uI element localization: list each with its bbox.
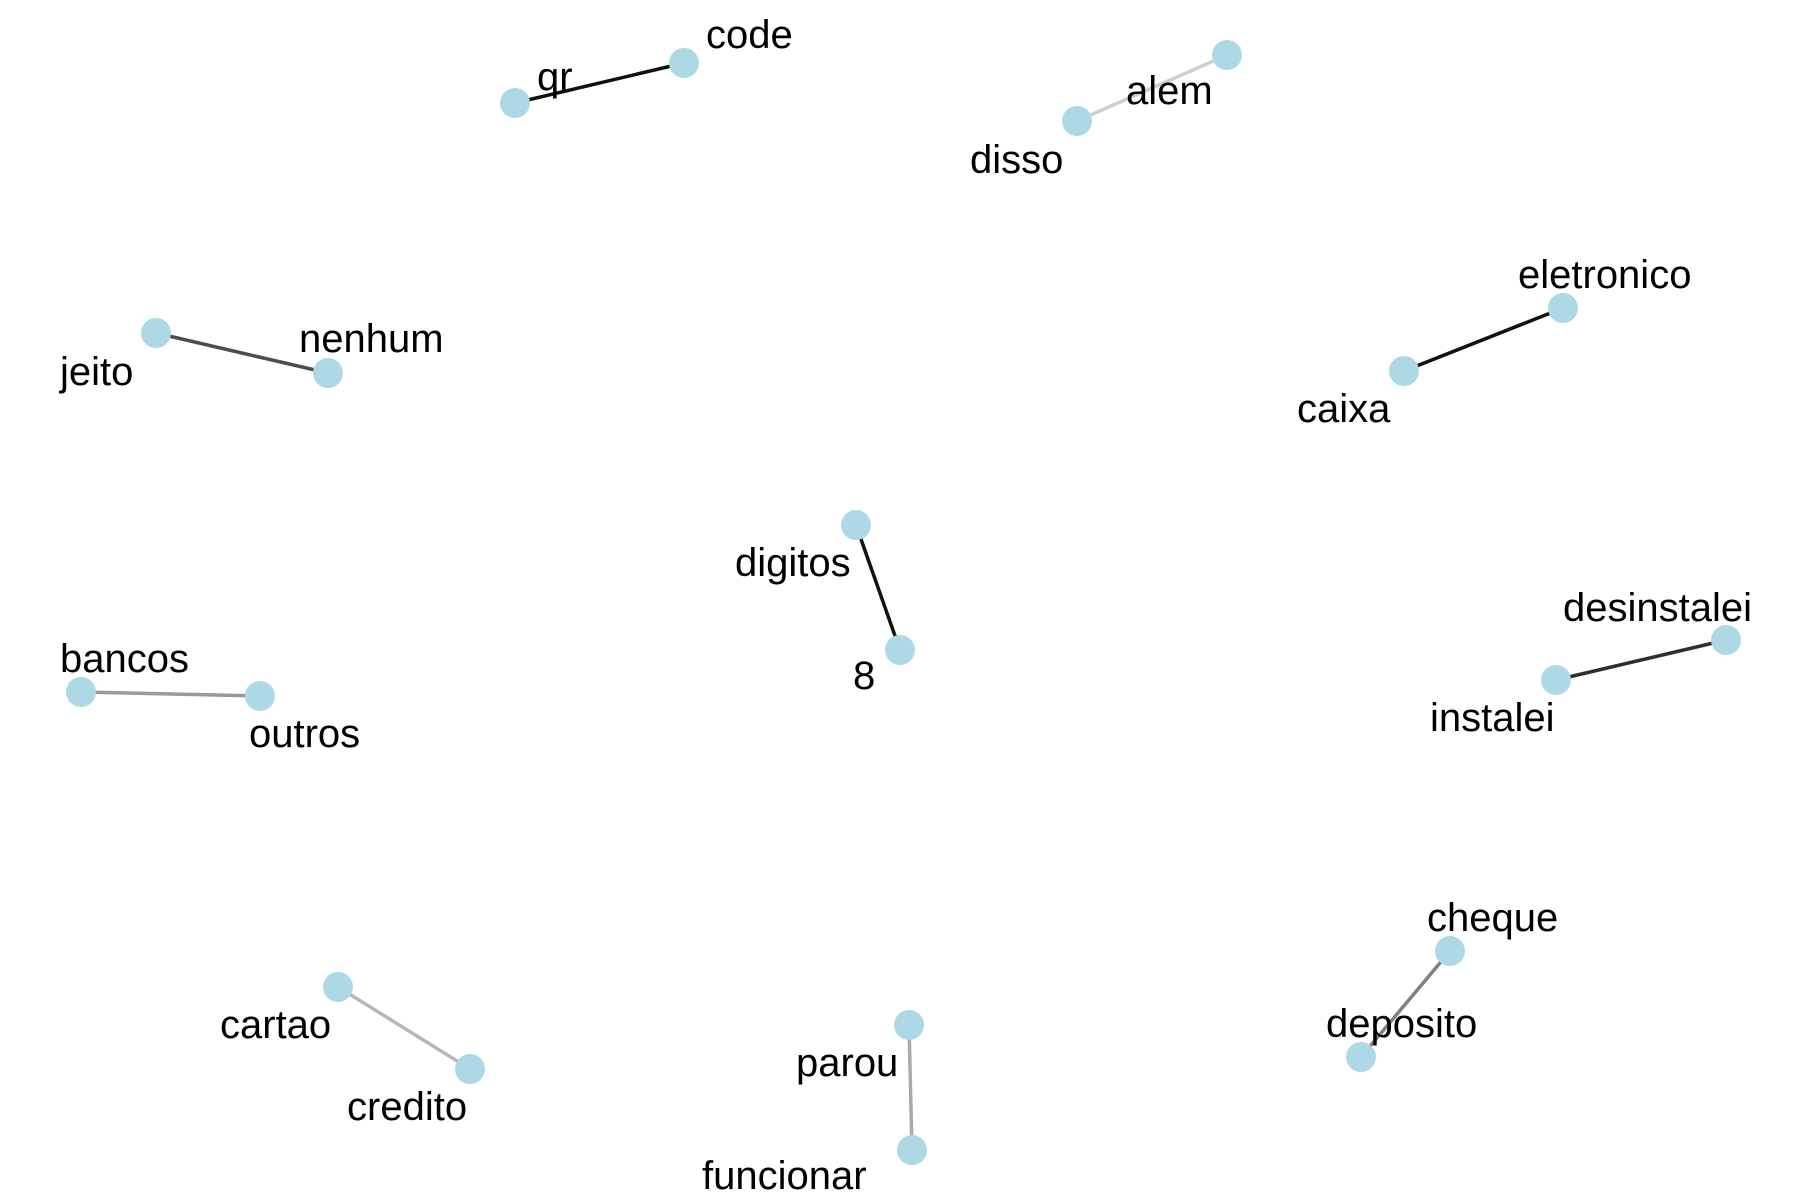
bigram-alem-disso: alem disso (970, 40, 1242, 182)
bigram-qr-code: qr code (500, 13, 793, 118)
label-outros: outros (249, 712, 360, 756)
node-outros[interactable] (245, 681, 275, 711)
label-desinstalei: desinstalei (1563, 586, 1752, 630)
node-instalei[interactable] (1541, 665, 1571, 695)
label-funcionar: funcionar (702, 1154, 867, 1198)
label-cheque: cheque (1427, 896, 1558, 940)
node-caixa[interactable] (1389, 356, 1419, 386)
label-instalei: instalei (1430, 696, 1555, 740)
label-nenhum: nenhum (299, 317, 444, 361)
edge-digitos-8 (854, 523, 902, 652)
bigram-caixa-eletronico: caixa eletronico (1297, 253, 1691, 431)
label-caixa: caixa (1297, 387, 1391, 431)
label-disso: disso (970, 138, 1063, 182)
edge-caixa-eletronico (1402, 306, 1565, 373)
bigram-jeito-nenhum: jeito nenhum (59, 317, 444, 394)
bigram-instalei-desinstalei: instalei desinstalei (1430, 586, 1752, 740)
node-funcionar[interactable] (897, 1135, 927, 1165)
edge-jeito-nenhum (154, 331, 330, 375)
edge-bancos-outros (79, 690, 262, 698)
label-8: 8 (853, 654, 875, 698)
label-digitos: digitos (735, 541, 851, 585)
node-jeito[interactable] (141, 318, 171, 348)
node-qr[interactable] (500, 88, 530, 118)
node-cartao[interactable] (323, 972, 353, 1002)
label-alem: alem (1126, 69, 1213, 113)
label-credito: credito (347, 1085, 467, 1129)
edge-alem-disso (1075, 53, 1229, 123)
node-cheque[interactable] (1435, 936, 1465, 966)
label-cartao: cartao (220, 1003, 331, 1047)
edge-qr-code (513, 61, 686, 105)
node-eletronico[interactable] (1548, 293, 1578, 323)
node-credito[interactable] (455, 1054, 485, 1084)
bigram-cheque-deposito: cheque deposito (1326, 896, 1558, 1072)
label-code: code (706, 13, 793, 57)
node-8[interactable] (885, 635, 915, 665)
node-desinstalei[interactable] (1711, 625, 1741, 655)
bigram-parou-funcionar: parou funcionar (702, 1010, 927, 1198)
label-parou: parou (796, 1041, 898, 1085)
label-jeito: jeito (59, 350, 133, 394)
node-deposito[interactable] (1346, 1042, 1376, 1072)
node-bancos[interactable] (66, 677, 96, 707)
node-digitos[interactable] (841, 510, 871, 540)
node-alem[interactable] (1212, 40, 1242, 70)
label-deposito: deposito (1326, 1002, 1477, 1046)
edge-parou-funcionar (907, 1023, 914, 1152)
edge-instalei-desinstalei (1554, 638, 1728, 682)
bigram-cartao-credito: cartao credito (220, 972, 485, 1129)
node-disso[interactable] (1062, 106, 1092, 136)
label-bancos: bancos (60, 637, 189, 681)
edge-cheque-deposito (1359, 949, 1452, 1059)
bigram-bancos-outros: bancos outros (60, 637, 360, 756)
bigram-digitos-8: digitos 8 (735, 510, 915, 698)
node-nenhum[interactable] (313, 358, 343, 388)
edge-cartao-credito (336, 985, 472, 1071)
node-code[interactable] (669, 48, 699, 78)
node-parou[interactable] (894, 1010, 924, 1040)
label-eletronico: eletronico (1518, 253, 1691, 297)
label-qr: qr (537, 55, 573, 99)
